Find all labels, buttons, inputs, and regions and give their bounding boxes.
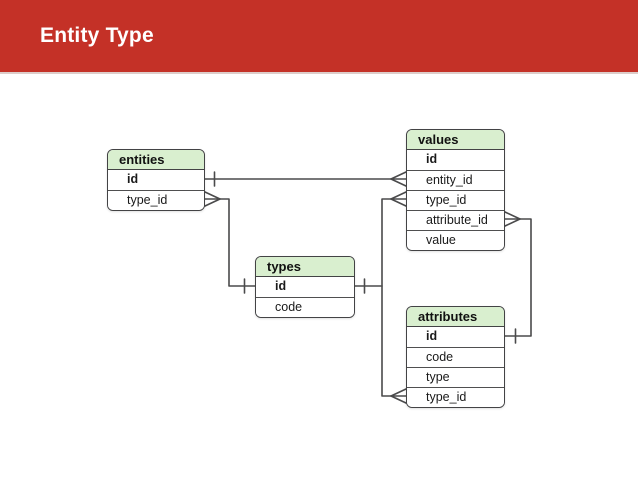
connector-values-attribute-id-to-attributes-id bbox=[504, 211, 532, 344]
table-types: types id code bbox=[255, 256, 355, 318]
table-attributes-column-type: type bbox=[407, 367, 504, 387]
table-values-column-attribute-id: attribute_id bbox=[407, 210, 504, 230]
table-entities-column-type-id: type_id bbox=[108, 190, 204, 210]
table-types-title: types bbox=[256, 257, 354, 277]
slide-title: Entity Type bbox=[40, 24, 154, 47]
table-values-title: values bbox=[407, 130, 504, 150]
table-attributes: attributes id code type type_id bbox=[406, 306, 505, 408]
table-types-column-id: id bbox=[256, 277, 354, 297]
table-attributes-title: attributes bbox=[407, 307, 504, 327]
table-types-column-code: code bbox=[256, 297, 354, 317]
connector-entities-id-to-values-entity-id bbox=[204, 171, 407, 187]
table-entities-title: entities bbox=[108, 150, 204, 170]
table-values-column-entity-id: entity_id bbox=[407, 170, 504, 190]
table-values: values id entity_id type_id attribute_id… bbox=[406, 129, 505, 251]
table-values-column-type-id: type_id bbox=[407, 190, 504, 210]
slide-header-bar: Entity Type bbox=[0, 0, 638, 74]
table-values-column-value: value bbox=[407, 230, 504, 250]
table-attributes-column-id: id bbox=[407, 327, 504, 347]
table-attributes-column-type-id: type_id bbox=[407, 387, 504, 407]
table-values-column-id: id bbox=[407, 150, 504, 170]
connector-entities-type-id-to-types-id bbox=[204, 191, 256, 294]
table-attributes-column-code: code bbox=[407, 347, 504, 367]
table-entities: entities id type_id bbox=[107, 149, 205, 211]
connector-types-id-to-values-and-attributes-type-id bbox=[354, 191, 407, 404]
table-entities-column-id: id bbox=[108, 170, 204, 190]
